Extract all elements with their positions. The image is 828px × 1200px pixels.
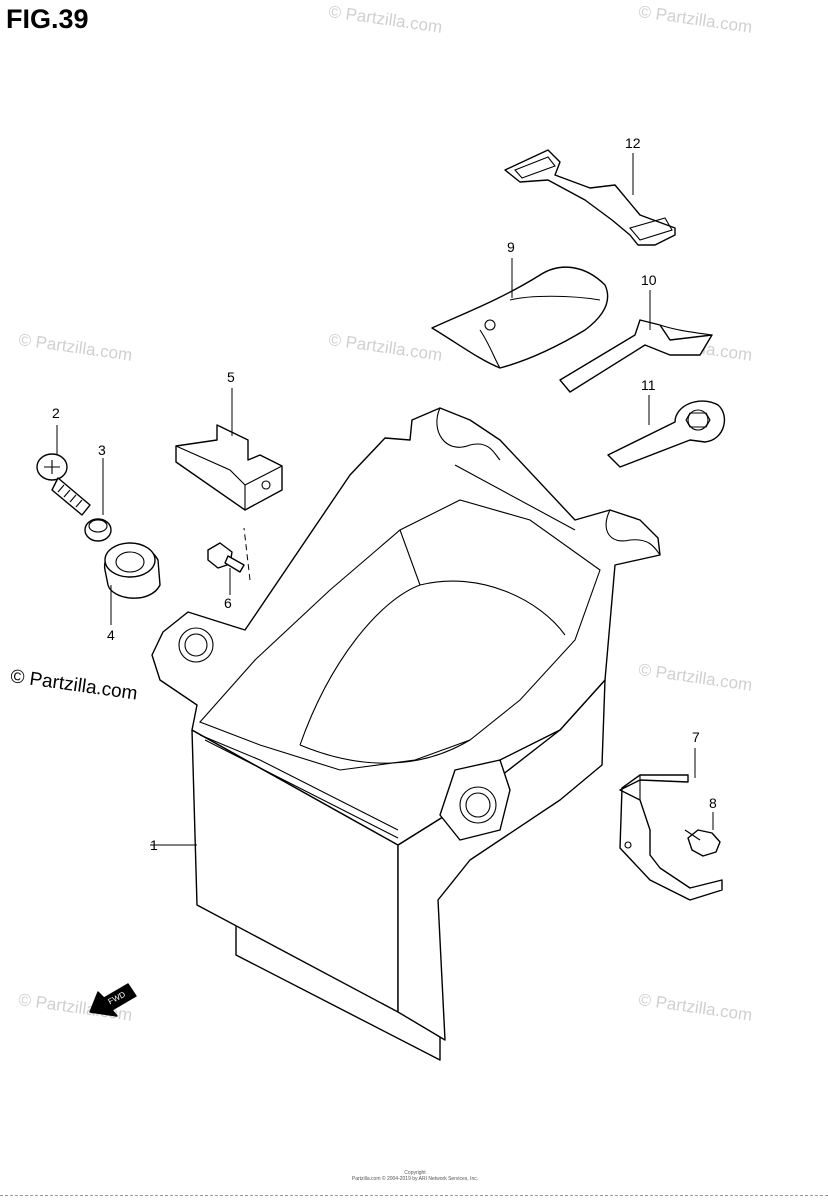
footer-line-2: Partzilla.com © 2004-2019 by ARI Network… <box>351 1176 479 1182</box>
box-wrench-part-11[interactable] <box>607 400 726 468</box>
bracket-clip-part-5[interactable] <box>175 424 283 511</box>
bolt-part-2[interactable] <box>36 453 91 516</box>
spanner-wrench-part-10[interactable] <box>559 319 713 393</box>
leader-lines <box>56 153 714 846</box>
footer-copyright: Copyright Partzilla.com © 2004-2019 by A… <box>330 1170 500 1182</box>
callout-12: 12 <box>625 135 641 151</box>
collar-part-3[interactable] <box>84 518 112 542</box>
callout-3: 3 <box>98 442 106 458</box>
callout-5: 5 <box>227 369 235 385</box>
bolt-part-6[interactable] <box>207 542 245 573</box>
callout-11: 11 <box>641 377 656 393</box>
figure-title: FIG.39 <box>6 4 89 34</box>
callout-8: 8 <box>709 795 717 811</box>
bracket-part-7[interactable] <box>619 774 723 901</box>
footer-line-1: Copyright <box>404 1170 426 1176</box>
callout-10: 10 <box>641 272 657 288</box>
forward-arrow-icon: FWD <box>89 983 137 1017</box>
grommet-part-4[interactable] <box>104 542 161 599</box>
bottom-rule <box>0 1195 828 1196</box>
callout-6: 6 <box>224 595 232 611</box>
callout-2: 2 <box>52 405 60 421</box>
callout-4: 4 <box>107 627 115 643</box>
strap-part-12[interactable] <box>504 149 676 246</box>
callout-7: 7 <box>692 729 700 745</box>
cover-sheet-part-9[interactable] <box>431 266 609 369</box>
callout-9: 9 <box>507 239 515 255</box>
callout-1: 1 <box>150 837 158 853</box>
battery-holder-box[interactable] <box>151 407 661 1061</box>
bolt-part-8[interactable] <box>684 829 721 857</box>
